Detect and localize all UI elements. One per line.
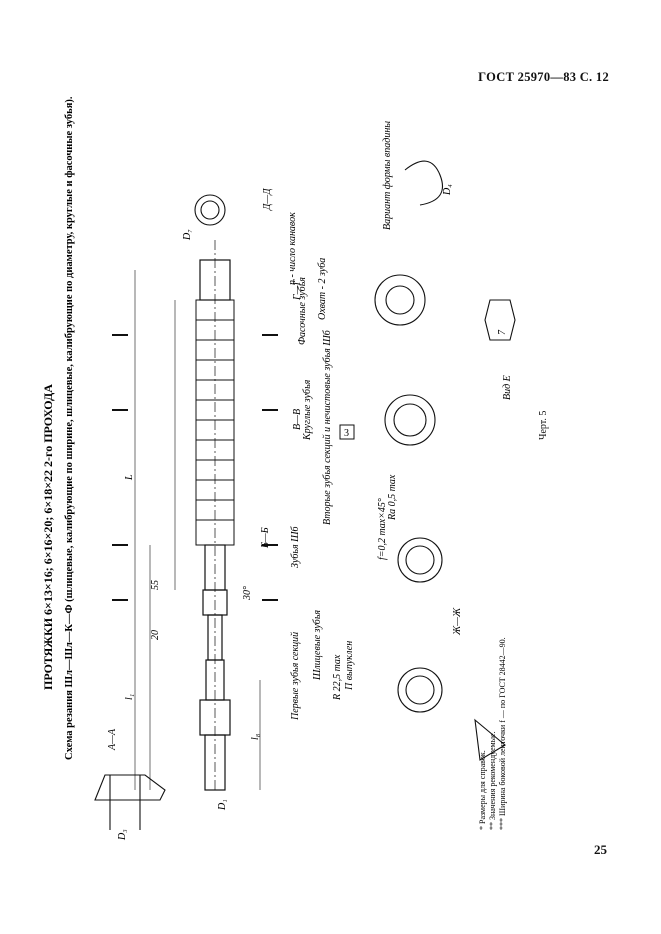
label-section-zhzh: Ж—Ж [452,607,463,636]
footnote-2: ** Значения рекомендуемые. [488,731,497,830]
title-scheme: Схема резания Шл—Шл—К—Ф (шлицевые, калиб… [64,96,75,760]
footnote-3: *** Ширина боковой ленточки f — по ГОСТ … [498,637,507,830]
label-chamfer-teeth: Фасочные зубья [297,277,308,345]
label-f-note: f=0,2 max×45° [377,498,388,560]
label-section-dd: Д—Д [262,188,273,211]
title-main: ПРОТЯЖКИ 6×13×16; 6×16×20; 6×18×22 2-го … [41,384,55,690]
label-dim-55: 55 [150,580,161,590]
box-3-frame [339,424,355,440]
broach-drawing [112,240,278,791]
standard-reference: ГОСТ 25970—83 С. 12 [478,70,609,84]
label-variant: Вариант формы впадины [382,121,393,230]
label-n-grooves: n - число канавок [287,212,298,285]
label-p-bulge: П выпуклен [344,641,355,691]
cross-sections [194,160,516,761]
label-ra-max: Rа 0,5 max [387,474,398,521]
label-l1: l₁ [124,694,135,700]
footnote-1: * Размеры для справок. [478,750,487,830]
label-d7: D₇ [182,229,193,241]
label-section-aa: А—А [107,728,118,751]
label-section-gg: Г—Г [292,279,303,301]
label-r-225: R 22,5 max [332,654,343,701]
label-chamfer-note: Охват - 2 зуба [317,258,328,320]
label-section-bb: Б—Б [260,527,271,549]
label-dim-7: 7 [497,329,508,335]
label-spline-teeth: Шлицевые зубья [312,610,323,681]
label-d4: D₄ [442,184,453,196]
teeth-zone [195,299,235,546]
label-d3: D₃ [117,829,128,841]
page-number: 25 [594,842,607,857]
label-section-vv: В—В [292,409,303,430]
label-d1: D₁ [217,799,228,811]
label-first-teeth: Первые зубья секций [290,632,301,721]
label-l: L [124,474,135,481]
label-box-3: 3 [344,428,349,439]
label-l8: l₈ [250,733,261,740]
label-round-teeth: Круглые зубья [302,379,313,441]
label-view-e: Вид Е [502,375,513,400]
label-second-teeth: Вторые зубья секций и нечистовые зубья Ш… [322,329,333,525]
label-teeth-shb: Зубья Шб [290,525,301,568]
section-aa-detail [94,774,166,830]
figure-caption: Черт. 5 [538,410,549,440]
label-dim-20: 20 [150,630,161,640]
label-dim-30: 30° [242,586,253,601]
